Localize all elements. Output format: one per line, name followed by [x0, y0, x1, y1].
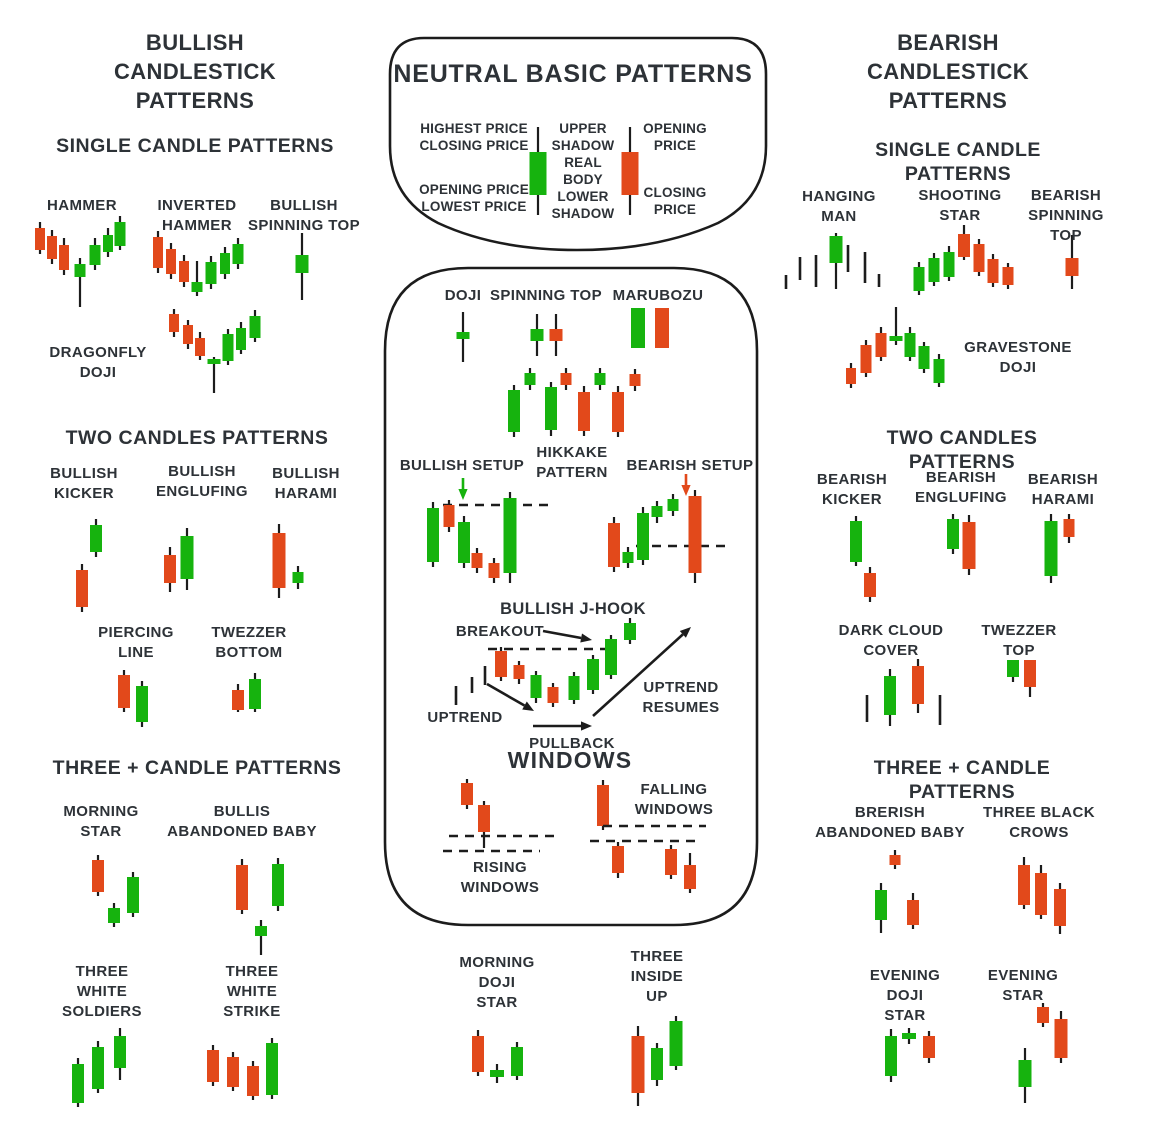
label-opening-price: OPENING PRICE — [643, 121, 707, 153]
figure-bullis_abandoned — [236, 858, 284, 955]
label-hammer: HAMMER — [47, 197, 117, 214]
figure-bear_englufing — [947, 514, 976, 575]
figure-bear_kicker — [850, 516, 876, 602]
label-bearish-kicker: BEARISH KICKER — [816, 471, 888, 508]
figure-shooting_star — [913, 225, 1014, 295]
label-evening-star: EVENING STAR — [987, 967, 1059, 1004]
figure-dark_cloud — [865, 659, 942, 726]
label-shadow-body-stack: UPPER SHADOW REAL BODY LOWER SHADOW — [551, 121, 615, 221]
figure-dragonfly — [169, 309, 261, 393]
label-bullish-kicker: BULLISH KICKER — [50, 465, 118, 502]
neutral-patterns-title: NEUTRAL BASIC PATTERNS — [393, 60, 753, 88]
right-two-candles-header: TWO CANDLES PATTERNS — [886, 427, 1038, 473]
label-inverted-hammer: INVERTED HAMMER — [157, 197, 237, 234]
label-bullish-setup: BULLISH SETUP — [399, 457, 525, 474]
figure-neutral_box — [388, 36, 768, 252]
right-single-candle-header: SINGLE CANDLE PATTERNS — [875, 139, 1041, 185]
label-pullback: PULLBACK — [529, 735, 615, 752]
label-three-white-soldiers: THREE WHITE SOLDIERS — [62, 963, 142, 1020]
label-spinning-top: SPINNING TOP — [489, 287, 603, 304]
figure-bull_kicker — [76, 519, 102, 612]
label-bearish-spinning-top: BEARISH SPINNING TOP — [1028, 187, 1104, 244]
label-bullish-j-hook: BULLISH J-HOOK — [500, 600, 646, 618]
left-two-candles-header: TWO CANDLES PATTERNS — [65, 427, 329, 449]
label-twezzer-top: TWEZZER TOP — [981, 622, 1057, 659]
figure-bull_harami — [272, 524, 304, 598]
label-dragonfly-doji: DRAGONFLY DOJI — [49, 344, 147, 381]
label-closing-price: CLOSING PRICE — [643, 185, 707, 217]
label-bearish-setup: BEARISH SETUP — [626, 457, 754, 474]
figure-bull_spin_top — [295, 233, 309, 300]
figure-twezzer_top — [1007, 660, 1036, 697]
label-shooting-star: SHOOTING STAR — [918, 187, 1002, 224]
figure-hanging_man — [784, 233, 881, 289]
figure-bearish_setup — [608, 474, 730, 583]
figure-hammer — [35, 216, 126, 307]
figure-hikkake_row — [508, 368, 641, 437]
bullish-column-title: BULLISH CANDLESTICK PATTERNS — [113, 30, 277, 113]
label-opening-lowest-price: OPENING PRICE LOWEST PRICE — [419, 182, 529, 214]
label-uptrend: UPTREND — [427, 709, 503, 726]
figure-soldiers — [72, 1028, 126, 1107]
label-uptrend-resumes: UPTREND RESUMES — [642, 679, 720, 716]
figure-inverted_hammer — [153, 231, 244, 296]
figure-crows — [1018, 857, 1066, 934]
label-morning-doji-star: MORNING DOJI STAR — [459, 954, 535, 1011]
label-evening-doji-star: EVENING DOJI STAR — [869, 967, 941, 1024]
label-rising-windows: RISING WINDOWS — [460, 859, 540, 896]
figure-doji_spin_maru — [456, 308, 669, 362]
label-doji: DOJI — [444, 287, 482, 304]
label-gravestone-doji: GRAVESTONE DOJI — [964, 339, 1072, 376]
label-three-inside-up: THREE INSIDE UP — [630, 948, 684, 1005]
figure-three_inside_up — [631, 1016, 683, 1106]
figure-piercing — [118, 670, 148, 727]
label-bullis-abandoned-baby: BULLIS ABANDONED BABY — [167, 803, 317, 840]
label-twezzer-bottom: TWEZZER BOTTOM — [211, 624, 287, 661]
figure-anatomy — [529, 127, 639, 215]
figure-morning_star — [92, 855, 139, 927]
label-highest-closing-price: HIGHEST PRICE CLOSING PRICE — [419, 121, 529, 153]
figure-main_box — [383, 266, 759, 927]
label-breakout: BREAKOUT — [455, 623, 545, 640]
label-marubozu: MARUBOZU — [612, 287, 704, 304]
label-brerish-abandoned-baby: BRERISH ABANDONED BABY — [815, 804, 965, 841]
figure-brerish_abandoned — [875, 850, 919, 933]
label-dark-cloud-cover: DARK CLOUD COVER — [838, 622, 944, 659]
bearish-column-title: BEARISH CANDLESTICK PATTERNS — [866, 30, 1030, 113]
label-three-white-strike: THREE WHITE STRIKE — [223, 963, 281, 1020]
label-three-black-crows: THREE BLACK CROWS — [983, 804, 1095, 841]
label-bearish-harami: BEARISH HARAMI — [1027, 471, 1099, 508]
figure-evening_star — [1018, 1003, 1068, 1103]
figure-bear_harami — [1044, 514, 1075, 583]
figure-strike — [207, 1038, 278, 1100]
label-hanging-man: HANGING MAN — [802, 188, 876, 225]
label-bullish-harami: BULLISH HARAMI — [272, 465, 340, 502]
figure-bull_englufing — [164, 528, 194, 592]
right-three-candle-header: THREE + CANDLE PATTERNS — [873, 757, 1051, 803]
left-single-candle-header: SINGLE CANDLE PATTERNS — [56, 135, 334, 157]
figure-jhook — [454, 618, 691, 731]
left-three-candle-header: THREE + CANDLE PATTERNS — [52, 757, 342, 779]
label-falling-windows: FALLING WINDOWS — [634, 781, 714, 818]
figure-evening_doji — [885, 1028, 935, 1082]
figure-bear_spin_top — [1065, 235, 1079, 289]
label-bearish-englufing: BEARISH ENGLUFING — [915, 469, 1007, 506]
label-bullish-spinning-top: BULLISH SPINNING TOP — [247, 197, 361, 234]
label-bullish-englufing: BULLISH ENGLUFING — [156, 463, 248, 500]
figure-twezzer_bottom — [232, 673, 261, 712]
label-hikkake-pattern: HIKKAKE PATTERN — [536, 444, 608, 481]
figure-morning_doji_star — [472, 1030, 523, 1083]
label-piercing-line: PIERCING LINE — [98, 624, 174, 661]
figure-windows_fig — [443, 779, 706, 893]
label-morning-star: MORNING STAR — [63, 803, 139, 840]
figure-bullish_setup — [427, 478, 553, 583]
windows-section-title: WINDOWS — [507, 747, 633, 773]
figure-gravestone — [846, 307, 945, 388]
